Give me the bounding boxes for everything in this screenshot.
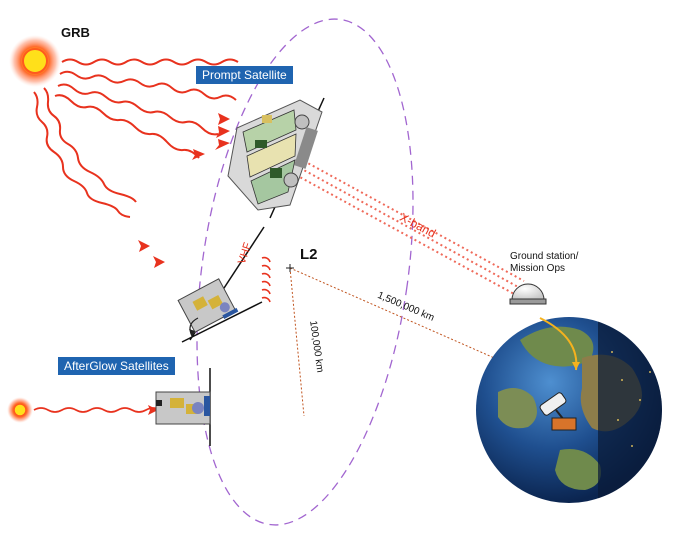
distance-lines (289, 267, 509, 417)
afterglow-satellite-1-icon (177, 278, 239, 333)
radiation-arrowheads (138, 113, 230, 268)
afterglow-source-icon (7, 397, 33, 423)
ground-station-label-line1: Ground station/ (510, 251, 579, 262)
afterglow-satellite-2-icon (155, 368, 211, 446)
telescope-icon (539, 392, 577, 431)
vhf-waves (261, 256, 271, 303)
grb-radiation-waves (33, 58, 239, 218)
l2-halo-orbit (196, 18, 414, 526)
grb-sun-icon (9, 35, 61, 87)
x-band-link (295, 160, 525, 296)
ground-station-label: Ground station/ Mission Ops (510, 251, 578, 275)
prompt-satellite-label: Prompt Satellite (196, 66, 293, 84)
grb-label: GRB (61, 25, 90, 40)
l2-label: L2 (300, 246, 318, 263)
earth-icon (476, 317, 662, 503)
afterglow-radiation-wave (33, 407, 161, 413)
prompt-satellite-icon (189, 97, 325, 341)
ground-station-icon (509, 283, 547, 305)
afterglow-satellites-label: AfterGlow Satellites (58, 357, 175, 375)
l2-point-marker (286, 264, 294, 272)
ground-station-label-line2: Mission Ops (510, 263, 566, 274)
